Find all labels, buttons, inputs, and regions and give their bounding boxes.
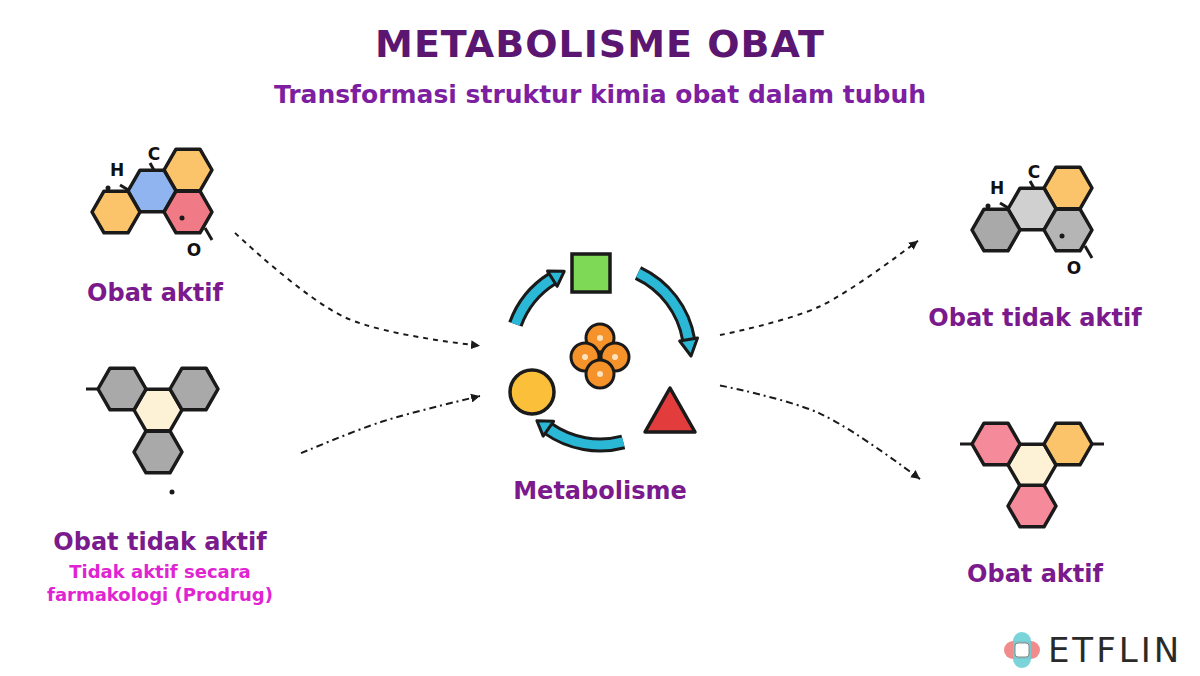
subtitle: Transformasi struktur kimia obat dalam t…: [0, 80, 1200, 109]
bond: [205, 228, 212, 240]
dot: [170, 490, 175, 495]
triangle-shape: [645, 388, 695, 432]
molecule-metabolite-active: [960, 423, 1104, 527]
cell: [586, 360, 614, 388]
node-label: Obat aktif: [967, 560, 1103, 589]
cycle-arrow: [548, 429, 623, 445]
cell-dot: [597, 371, 603, 377]
bond: [960, 443, 972, 446]
dot: [986, 204, 991, 209]
node-label: Metabolisme: [513, 477, 687, 506]
bond: [86, 388, 98, 391]
hexagon: [1008, 485, 1056, 527]
logo-bar: [1004, 641, 1040, 659]
node-label: Obat tidak aktif: [53, 528, 266, 557]
bond: [1085, 246, 1092, 258]
flow-arrow: [235, 233, 480, 346]
hexagon: [972, 423, 1020, 465]
cycle-arrow: [515, 279, 552, 325]
logo-icon: [1004, 632, 1040, 668]
drug-node: Obat aktif: [920, 415, 1150, 593]
node-note: Tidak aktif secara farmakologi (Prodrug): [29, 561, 291, 606]
hexagon: [1044, 209, 1092, 251]
atom-label: C: [1028, 162, 1040, 182]
flow-arrow: [720, 385, 920, 479]
metabolism-cycle: [510, 254, 698, 445]
circle-shape: [510, 370, 554, 414]
node-label: Obat aktif: [87, 279, 223, 308]
dot: [180, 216, 185, 221]
hexagon: [170, 368, 218, 410]
cycle-arrow: [638, 273, 689, 339]
flow-arrow: [301, 396, 480, 453]
logo-text: ETFLIN: [1048, 630, 1182, 670]
hexagon: [134, 431, 182, 473]
atom-label: H: [990, 178, 1004, 198]
node-label: Obat tidak aktif: [928, 304, 1141, 333]
hexagon: [92, 191, 140, 233]
cycle-arrow: [548, 429, 623, 445]
square-shape: [572, 254, 610, 292]
cell-dot: [612, 354, 618, 360]
logo-center: [1015, 643, 1029, 657]
hexagon: [972, 209, 1020, 251]
bond: [1092, 443, 1104, 446]
cycle-arrowhead: [537, 421, 554, 436]
process-node: Metabolisme: [480, 245, 720, 510]
drug-node: Obat aktif: [75, 140, 235, 312]
hexagon: [98, 368, 146, 410]
flow-arrow: [720, 241, 918, 335]
hexagon: [1044, 423, 1092, 465]
cycle-arrow: [638, 273, 689, 339]
cell-dot: [597, 335, 603, 341]
cycle-arrowhead: [548, 271, 565, 286]
dot: [106, 186, 111, 191]
atom-label: O: [187, 240, 201, 260]
atom-label: C: [148, 144, 160, 164]
molecule-prodrug: [86, 368, 218, 495]
cell-dot: [582, 354, 588, 360]
cycle-arrow: [515, 279, 552, 325]
atom-label: O: [1067, 258, 1081, 278]
title: METABOLISME OBAT: [0, 22, 1200, 66]
drug-node: Obat tidak aktifTidak aktif secara farma…: [19, 365, 301, 610]
atom-label: H: [110, 160, 124, 180]
dot: [1060, 234, 1065, 239]
logo-bar: [1013, 632, 1031, 668]
cycle-arrowhead: [680, 338, 698, 356]
hexagon: [164, 191, 212, 233]
drug-node: Obat tidak aktif: [918, 165, 1152, 337]
